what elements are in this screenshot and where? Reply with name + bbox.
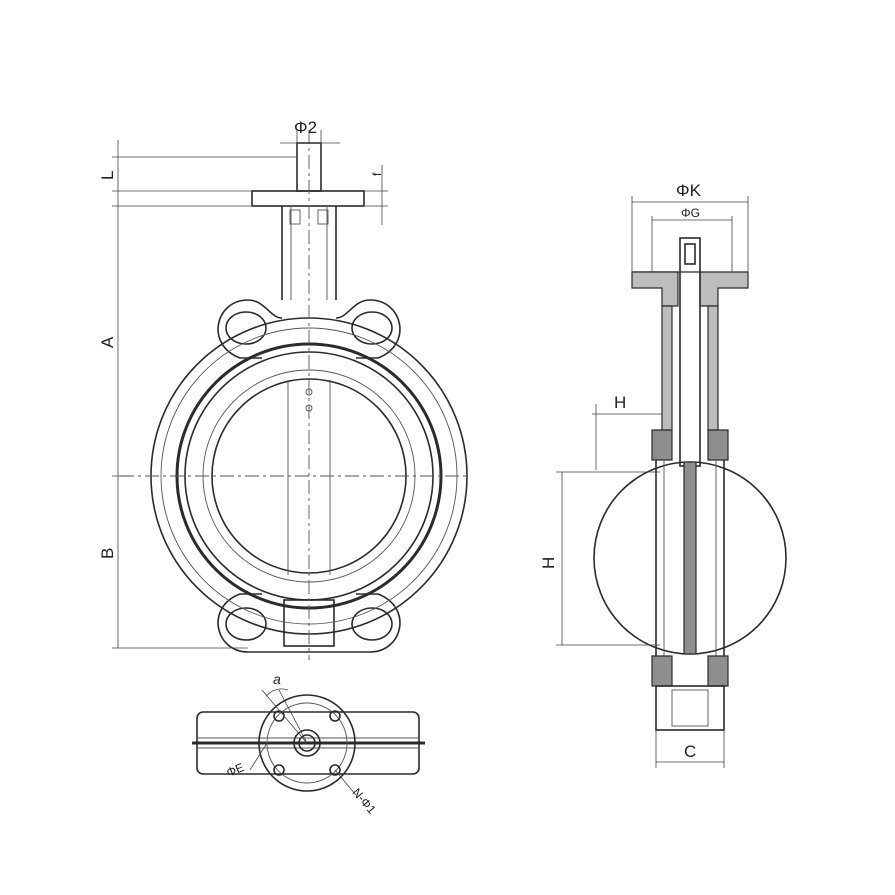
lug-top-connect bbox=[247, 299, 371, 319]
label-A: A bbox=[98, 336, 117, 348]
label-phi2: Φ2 bbox=[294, 118, 317, 137]
stem-circle bbox=[293, 729, 321, 757]
side-stem-key bbox=[684, 243, 696, 265]
top-view-band bbox=[197, 737, 419, 749]
dim-C-line bbox=[655, 730, 725, 768]
dim-phiE-leader bbox=[249, 742, 268, 771]
top-view: a ΦE N-Φ1 bbox=[192, 671, 425, 817]
label-phiE: ΦE bbox=[224, 760, 246, 780]
side-disc-plate bbox=[683, 461, 697, 655]
label-phiK: ΦK bbox=[676, 181, 702, 200]
side-neck-right-wall bbox=[707, 305, 719, 431]
label-C: C bbox=[684, 742, 696, 761]
side-seat-upper-right bbox=[707, 429, 729, 461]
lug-hole-bottom-right bbox=[351, 607, 393, 641]
side-top-flange-left bbox=[631, 271, 679, 307]
front-view bbox=[120, 130, 470, 660]
side-bottom-hub bbox=[655, 685, 725, 731]
side-view bbox=[593, 237, 787, 731]
side-neck-left-wall bbox=[661, 305, 673, 431]
lug-top-left bbox=[217, 299, 262, 359]
side-body-outline bbox=[655, 460, 725, 656]
dim-L-extension bbox=[112, 156, 297, 192]
front-dimensions: Φ2 L f A B bbox=[98, 118, 388, 649]
lug-bottom-left bbox=[217, 593, 262, 653]
neck-outer bbox=[281, 206, 337, 300]
dim-a-arc bbox=[265, 688, 289, 697]
label-n-phi1: N-Φ1 bbox=[349, 785, 379, 816]
side-bottom-inner bbox=[671, 689, 709, 727]
dim-a-lines bbox=[261, 689, 308, 744]
label-H-side: H bbox=[539, 557, 558, 569]
dim-H-side-line bbox=[556, 471, 660, 646]
bolt-hole-3 bbox=[273, 764, 285, 776]
lug-hole-bottom-left bbox=[225, 607, 267, 641]
dim-f-line bbox=[364, 165, 388, 225]
dim-phiK-line bbox=[631, 196, 749, 272]
stem-inner-circle bbox=[298, 734, 316, 752]
label-a: a bbox=[273, 671, 281, 687]
dim-nphi1-leader bbox=[334, 769, 357, 796]
side-seat-lower-right bbox=[707, 655, 729, 687]
top-flange-circle bbox=[258, 694, 356, 792]
dim-phi2-line bbox=[280, 130, 340, 144]
neck-inner bbox=[290, 206, 328, 300]
top-flange bbox=[251, 190, 365, 207]
dim-AB-extension bbox=[112, 205, 252, 649]
label-H-top: H bbox=[614, 393, 626, 412]
dim-phiG-line bbox=[651, 216, 733, 272]
neck-slot-left bbox=[289, 209, 301, 225]
dim-H-top-line bbox=[592, 404, 662, 470]
side-seat-upper-left bbox=[651, 429, 673, 461]
lug-hole-top-left bbox=[225, 311, 267, 345]
bolt-hole-2 bbox=[329, 710, 341, 722]
side-dimensions: ΦK ΦG H H C bbox=[539, 181, 749, 768]
label-B: B bbox=[98, 548, 117, 559]
lug-hole-top-right bbox=[351, 311, 393, 345]
disc-stem bbox=[287, 380, 331, 575]
label-f: f bbox=[370, 172, 384, 176]
label-phiG: ΦG bbox=[681, 206, 700, 220]
side-seat-lower-left bbox=[651, 655, 673, 687]
bolt-hole-4 bbox=[329, 764, 341, 776]
label-L: L bbox=[98, 171, 117, 180]
lug-bottom-right bbox=[356, 593, 401, 653]
neck-slot-right bbox=[317, 209, 329, 225]
lug-top-right bbox=[356, 299, 401, 359]
side-body-inner bbox=[663, 460, 717, 656]
